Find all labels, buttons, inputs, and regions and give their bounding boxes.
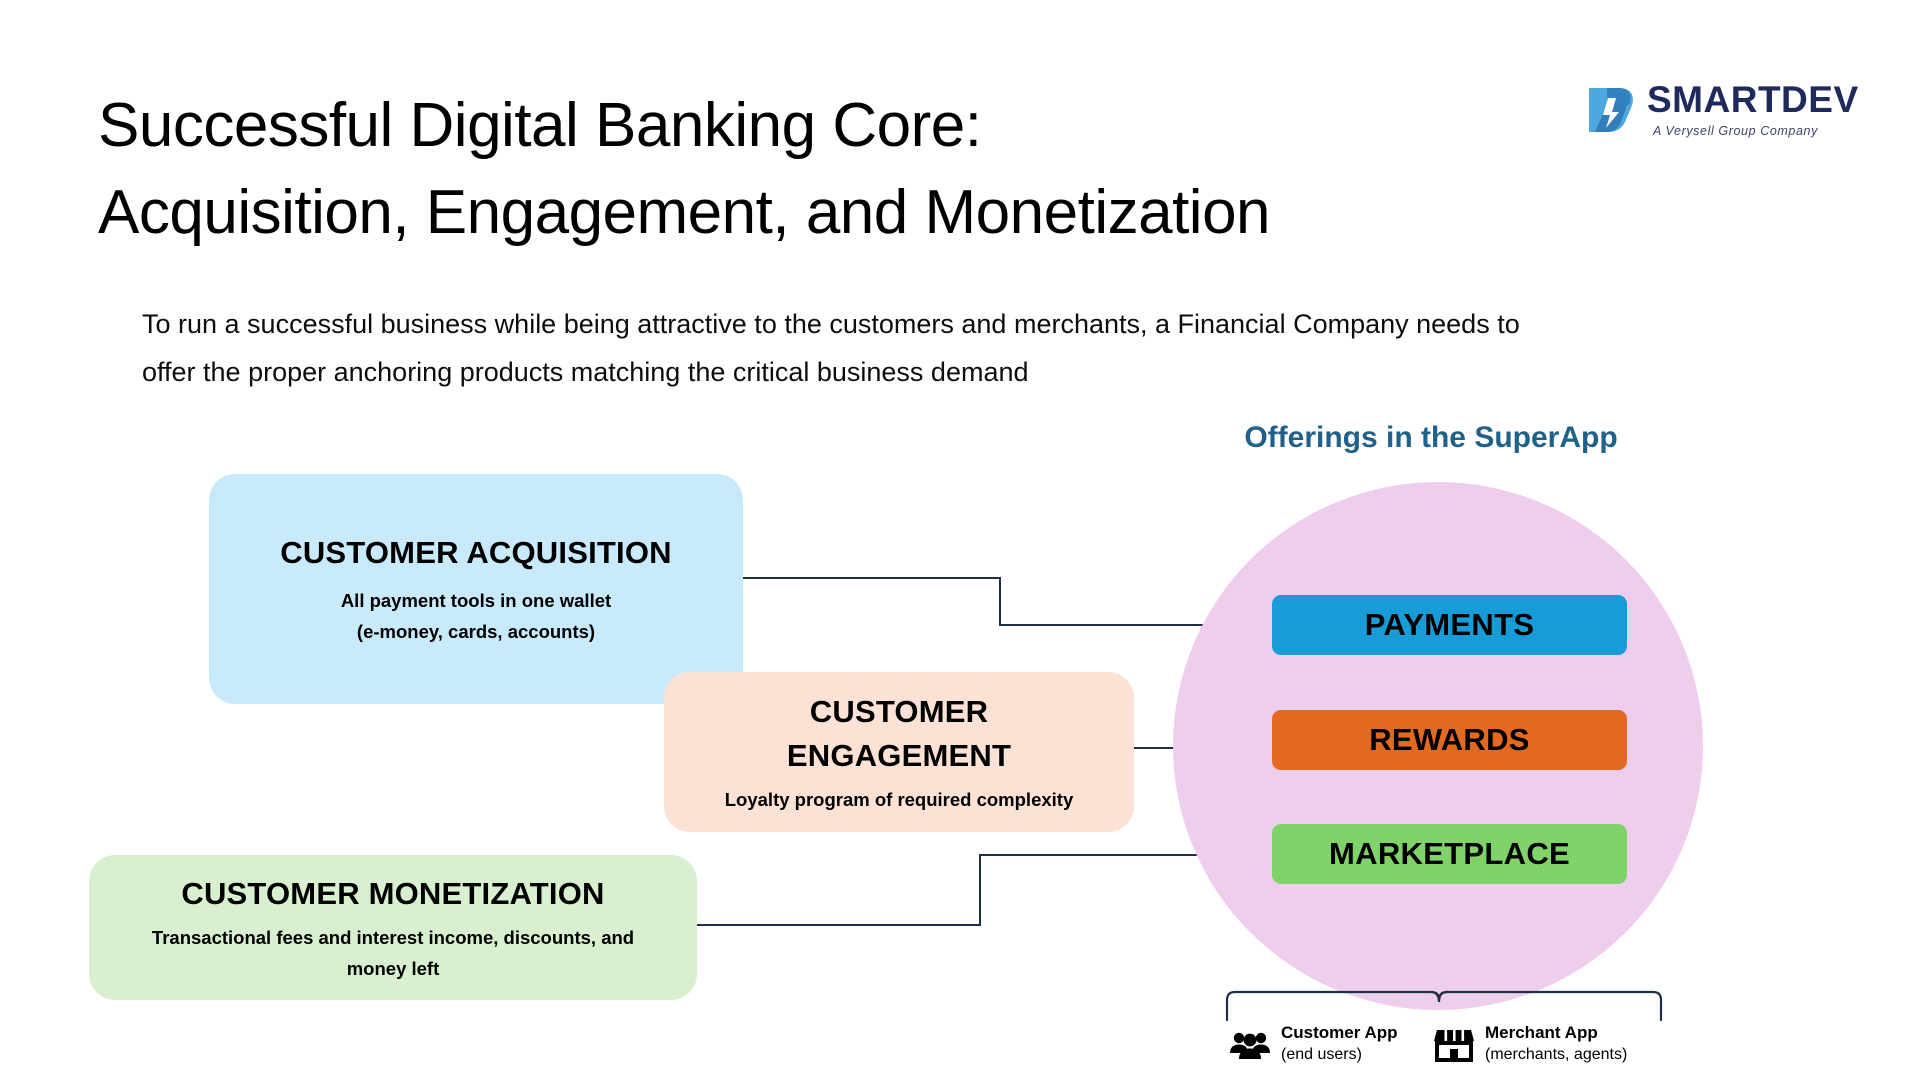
- legend-label-customer-app: Customer App: [1281, 1023, 1398, 1042]
- driver-title-engagement: CUSTOMER ENGAGEMENT: [786, 693, 1012, 773]
- legend-item-customer-app: Customer App (end users): [1229, 1022, 1398, 1066]
- offering-rewards[interactable]: REWARDS: [1272, 710, 1627, 770]
- driver-card-acquisition[interactable]: CUSTOMER ACQUISITION All payment tools i…: [209, 474, 743, 704]
- page-title: Successful Digital Banking Core: Acquisi…: [98, 91, 1271, 247]
- driver-description-monetization: Transactional fees and interest income, …: [151, 926, 635, 979]
- smartdev-wordmark: SMARTDEV: [1647, 79, 1859, 120]
- page-subtitle: To run a successful business while being…: [142, 309, 1520, 387]
- connector-acquisition-to-payments: [743, 577, 1252, 625]
- storefront-icon: [1434, 1030, 1474, 1062]
- smartdev-logo-mark: [1589, 88, 1633, 132]
- legend-sublabel-merchant-app: (merchants, agents): [1485, 1046, 1628, 1063]
- smartdev-logo: SMARTDEV A Verysell Group Company: [1583, 78, 1883, 144]
- app-legend: Customer App (end users) Merchant App (m…: [1225, 988, 1665, 1077]
- offering-marketplace[interactable]: MARKETPLACE: [1272, 824, 1627, 884]
- offering-payments[interactable]: PAYMENTS: [1272, 595, 1627, 655]
- connector-monetization-to-marketplace: [697, 855, 1252, 926]
- legend-item-merchant-app: Merchant App (merchants, agents): [1433, 1022, 1627, 1066]
- driver-card-engagement[interactable]: CUSTOMER ENGAGEMENT Loyalty program of r…: [664, 672, 1134, 832]
- driver-description-engagement: Loyalty program of required complexity: [724, 788, 1074, 810]
- driver-title-monetization: CUSTOMER MONETIZATION: [181, 875, 605, 911]
- superapp-heading: Offerings in the SuperApp: [1244, 421, 1618, 454]
- people-group-icon: [1230, 1032, 1270, 1059]
- legend-brace: [1225, 990, 1663, 1022]
- smartdev-tagline: A Verysell Group Company: [1653, 124, 1818, 138]
- legend-label-merchant-app: Merchant App: [1485, 1023, 1598, 1042]
- legend-sublabel-customer-app: (end users): [1281, 1046, 1362, 1063]
- driver-description-acquisition: All payment tools in one wallet (e-money…: [340, 590, 612, 642]
- driver-card-monetization[interactable]: CUSTOMER MONETIZATION Transactional fees…: [89, 855, 697, 1000]
- driver-title-acquisition: CUSTOMER ACQUISITION: [280, 535, 672, 570]
